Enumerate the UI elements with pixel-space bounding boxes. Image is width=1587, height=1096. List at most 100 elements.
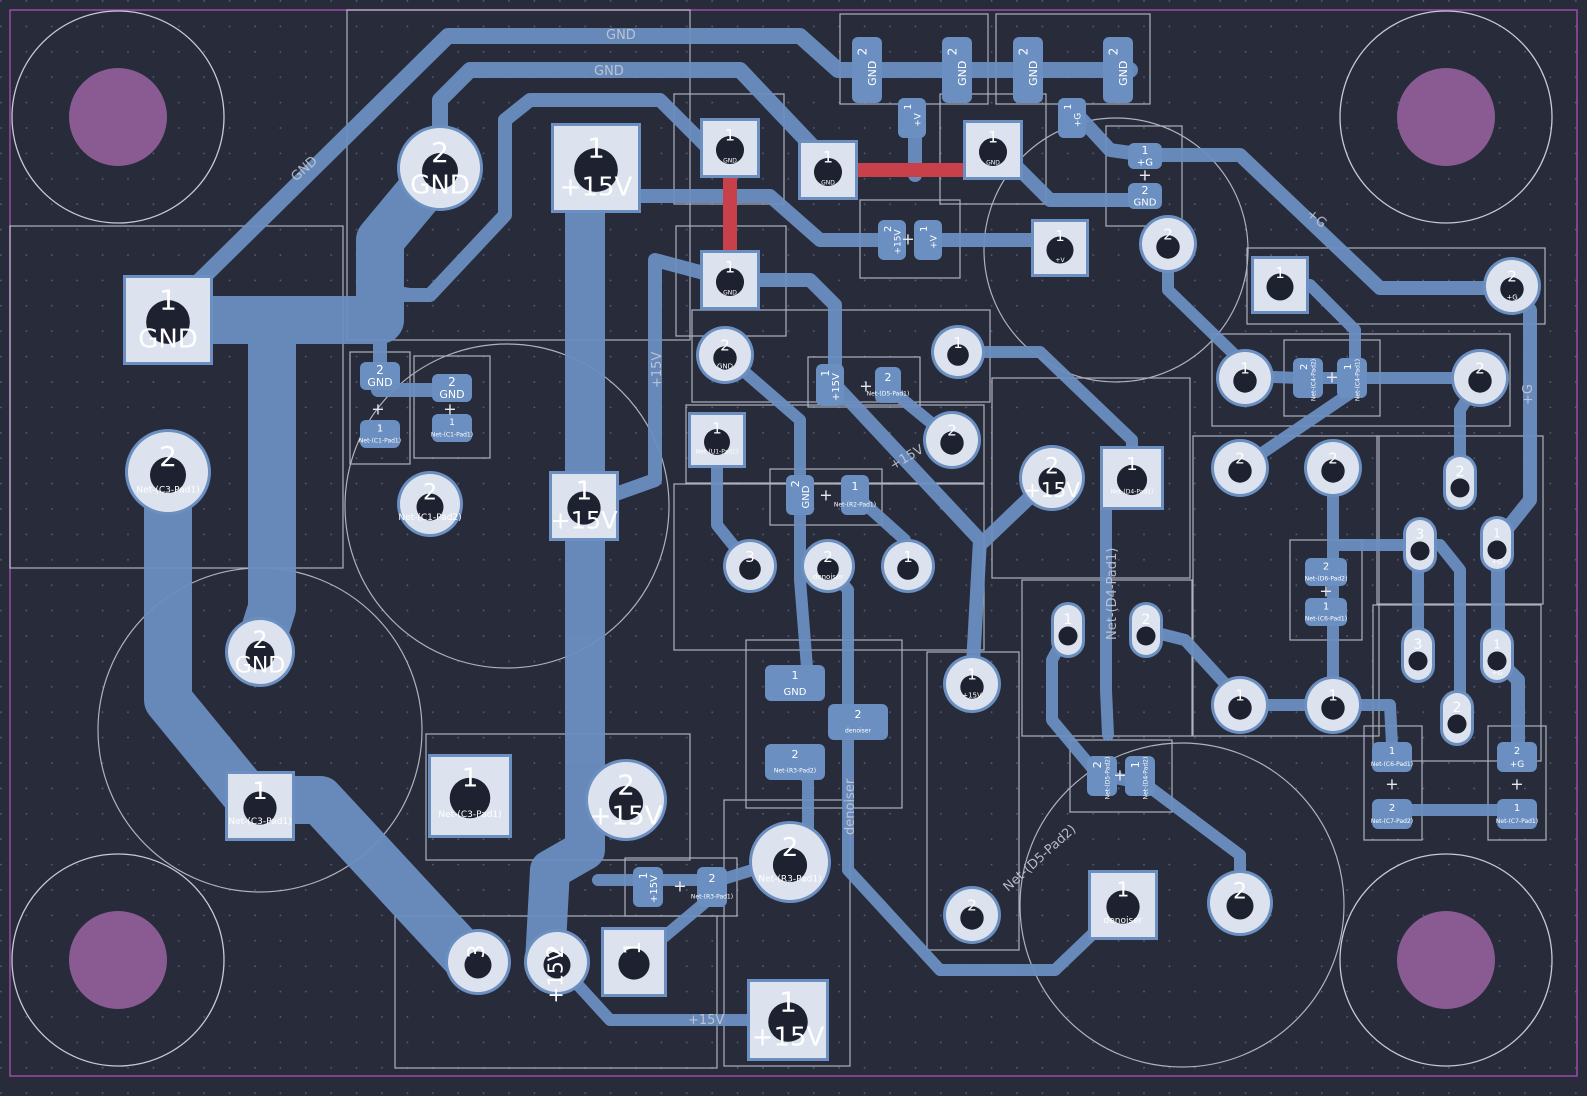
pad-reg-2[interactable]: 2+15V: [524, 929, 590, 1003]
mount-hole[interactable]: [69, 911, 167, 1009]
pad-round-2-low[interactable]: 2: [943, 886, 1001, 944]
pad-round-3[interactable]: 3: [723, 539, 777, 593]
pad-ov-2b[interactable]: 2: [1440, 690, 1474, 746]
svg-text:+15V: +15V: [590, 802, 663, 832]
pad-round-1-top[interactable]: 1: [931, 325, 985, 379]
pad-round-2-15v[interactable]: 2+15V: [1019, 445, 1085, 511]
pad-osc-g[interactable]: 1+G: [1480, 516, 1514, 572]
pad-round-2-r4[interactable]: 2: [1304, 439, 1362, 497]
polarity-mark: +: [1138, 166, 1151, 185]
pad-round-2-c4[interactable]: 2: [1207, 870, 1273, 936]
pad-round-2-d[interactable]: 2: [923, 411, 981, 469]
pad-round-2-r3[interactable]: 2: [1211, 439, 1269, 497]
pad-sq-v-b[interactable]: 1+V: [1031, 219, 1089, 277]
polarity-mark: +: [1510, 775, 1523, 794]
pad-round-2-r2[interactable]: 2: [1451, 349, 1509, 407]
pad-smd-15v-a[interactable]: 2+15V: [878, 220, 906, 260]
pad-round-1-r[interactable]: 1: [881, 539, 935, 593]
pad-sq-15v-bot[interactable]: 1+15V: [747, 979, 829, 1061]
mount-hole[interactable]: [69, 68, 167, 166]
pad-round-1-b1[interactable]: 1: [1211, 676, 1269, 734]
pad-round-2-rt[interactable]: 2: [1139, 215, 1197, 273]
pad-ov-2[interactable]: 2: [1129, 602, 1163, 658]
mount-hole[interactable]: [1397, 911, 1495, 1009]
svg-text:1: 1: [1328, 686, 1338, 704]
pad-smd-15v-b[interactable]: 1+15V: [816, 364, 844, 406]
pad-sq-15v-mid[interactable]: 1+15V: [549, 471, 619, 541]
pad-smd-v-a[interactable]: 1+V: [914, 220, 942, 260]
svg-text:1: 1: [819, 370, 832, 377]
pad-round-1-b2[interactable]: 1: [1304, 676, 1362, 734]
pad-round-15v-c[interactable]: 1+15V: [943, 655, 1001, 713]
pad-c-g-top[interactable]: 1+G: [1128, 143, 1162, 169]
pad-ov-1[interactable]: 1: [1051, 602, 1085, 658]
pad-reg-1[interactable]: 1: [601, 927, 667, 997]
pad-smd-bot-g[interactable]: 2+G: [1497, 742, 1537, 772]
svg-text:GND: GND: [723, 289, 737, 296]
mount-hole[interactable]: [1397, 68, 1495, 166]
pad-round-15v-big[interactable]: 2+15V: [585, 759, 667, 841]
polarity-mark: +: [901, 230, 914, 249]
svg-text:1: 1: [621, 941, 646, 955]
pad-round-g-r[interactable]: 2+G: [1483, 257, 1541, 315]
pad-big-15v-top[interactable]: 1+15V: [551, 123, 641, 213]
pad-ov-3b[interactable]: 3: [1401, 627, 1435, 683]
pad-osc-2[interactable]: 2: [1443, 454, 1477, 510]
pad-smd-15v-c[interactable]: 1+15V: [633, 867, 663, 907]
pad-sq-g-r[interactable]: 1: [1251, 256, 1309, 314]
pad-j-v-1[interactable]: 1+V: [898, 98, 926, 138]
svg-text:2: 2: [1299, 364, 1310, 370]
pad-round-1-r2[interactable]: 1: [1216, 349, 1274, 407]
pad-reg-3[interactable]: 3: [445, 929, 511, 995]
pad-ov-3[interactable]: 3: [1403, 517, 1437, 573]
pad-j-g-1[interactable]: 1+G: [1058, 98, 1086, 138]
svg-text:+G: +G: [1491, 669, 1502, 677]
svg-text:denoiser: denoiser: [813, 573, 843, 581]
svg-text:2: 2: [376, 363, 384, 377]
pad-ov-g[interactable]: 1+G: [1480, 627, 1514, 683]
